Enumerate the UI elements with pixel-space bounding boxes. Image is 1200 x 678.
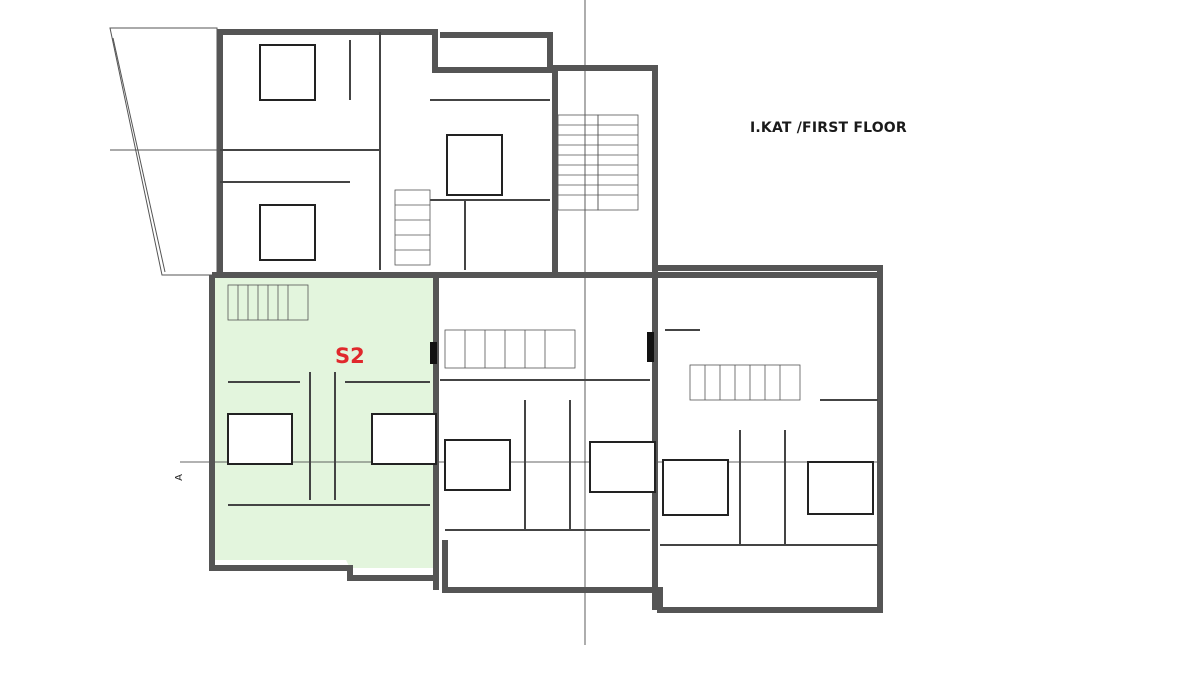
fixtures <box>430 332 654 364</box>
section-marker: A <box>173 474 185 481</box>
floor-title: I.KAT /FIRST FLOOR <box>750 120 907 136</box>
unit-label-s2[interactable]: S2 <box>335 344 365 368</box>
interior-walls <box>220 32 878 546</box>
beds <box>227 44 874 516</box>
unit-s2-area[interactable] <box>215 278 436 568</box>
balcony-top-left <box>109 27 218 276</box>
staircases <box>227 114 801 401</box>
